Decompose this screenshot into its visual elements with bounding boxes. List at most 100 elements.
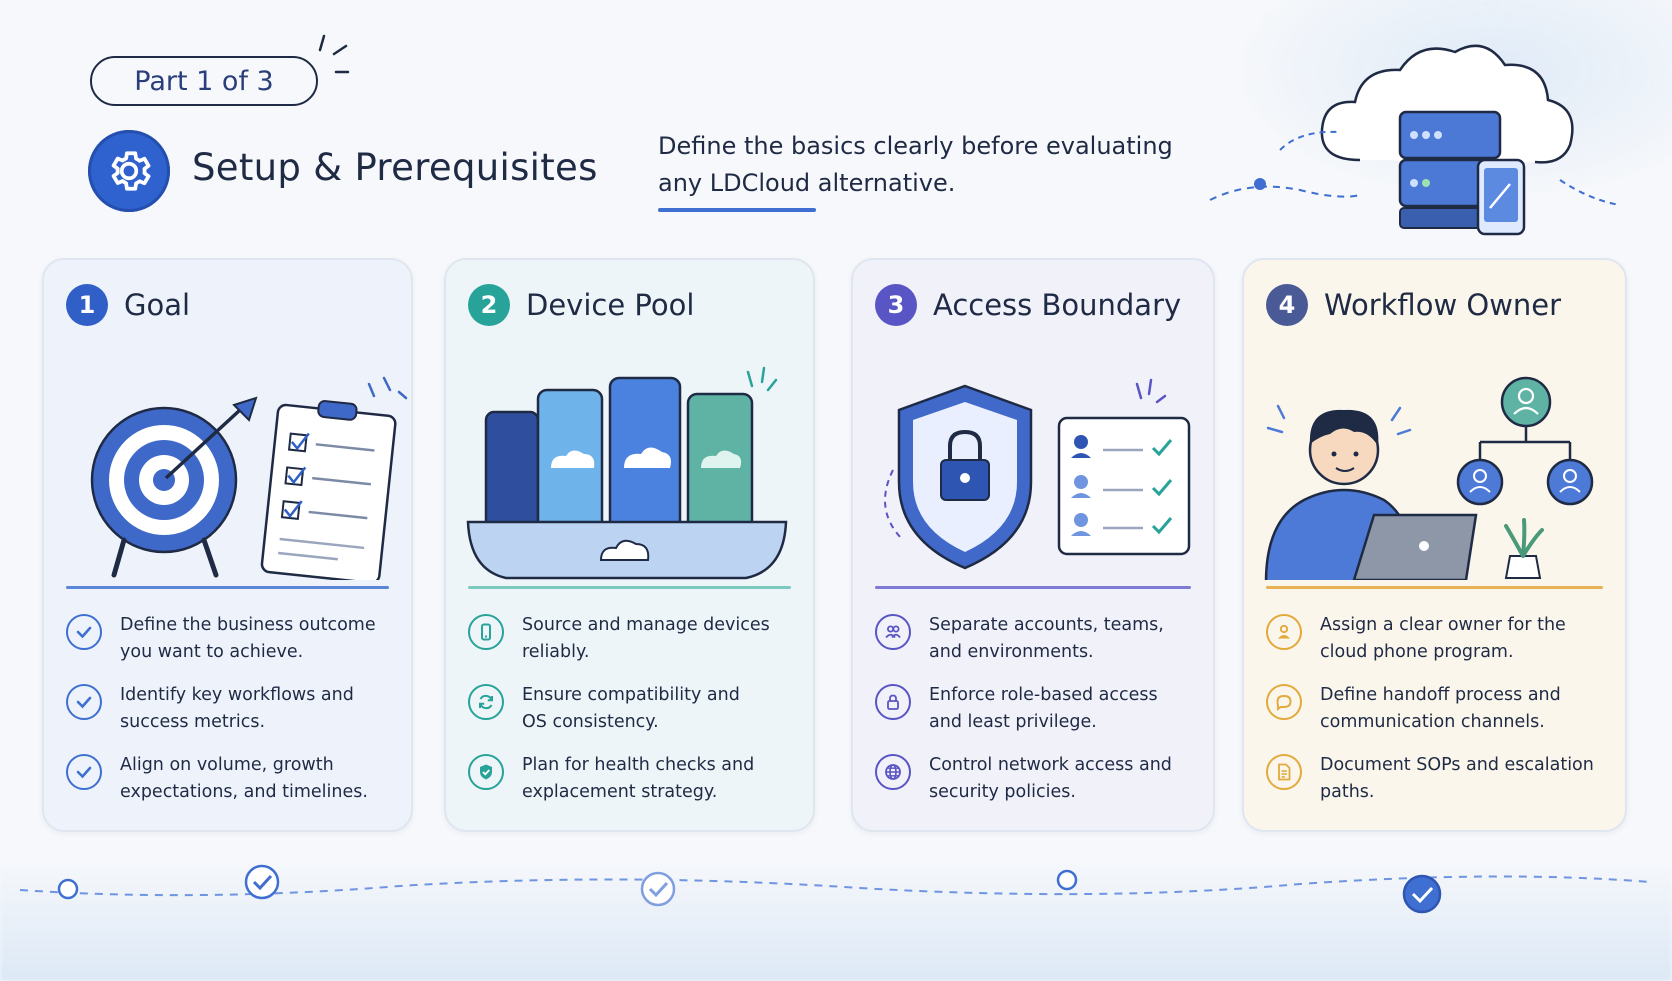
list-item: Document SOPs and escalation paths. [1266,752,1615,806]
check-circle-icon [66,614,102,650]
list-item: Ensure compatibility and OS consistency. [468,682,803,736]
list-item-text: Define handoff process and communication… [1320,682,1561,736]
list-item: Control network access and security poli… [875,752,1203,806]
part-indicator-pill: Part 1 of 3 [90,56,318,106]
card-header: 3 Access Boundary [875,284,1181,326]
card-divider [875,586,1191,589]
list-item-text: Identify key workflows and success metri… [120,682,354,736]
list-item-line: Plan for health checks and [522,755,755,775]
list-item-line: security policies. [929,782,1076,802]
list-item-text: Define the business outcome you want to … [120,612,376,666]
list-item: Identify key workflows and success metri… [66,682,401,736]
list-item-line: Source and manage devices [522,615,770,635]
list-item-line: expectations, and timelines. [120,782,368,802]
list-item-line: and least privilege. [929,712,1097,732]
list-item-line: Identify key workflows and [120,685,354,705]
part-label: Part 1 of 3 [134,65,274,97]
list-item-text: Source and manage devices reliably. [522,612,770,666]
card-device-pool: 2 Device Pool Source and manage devices … [444,258,815,832]
step-number-badge: 1 [66,284,108,326]
card-header: 1 Goal [66,284,190,326]
check-circle-icon [66,684,102,720]
list-item-line: Align on volume, growth [120,755,334,775]
list-item-text: Plan for health checks and explacement s… [522,752,754,806]
users-icon [875,614,911,650]
card-access-boundary: 3 Access Boundary Separate accounts, tea… [851,258,1215,832]
list-item: Separate accounts, teams, and environmen… [875,612,1203,666]
list-item-line: Separate accounts, teams, [929,615,1164,635]
list-item: Plan for health checks and explacement s… [468,752,803,806]
document-icon [1266,754,1302,790]
check-circle-icon [244,864,280,900]
card-goal: 1 Goal Define [42,258,413,832]
cloud-server-illustration [1209,44,1621,236]
gear-icon [88,130,170,212]
list-item-line: Ensure compatibility and [522,685,740,705]
timeline-node [57,878,79,900]
card-workflow-owner: 4 Workflow Owner Assign a clear owner fo… [1242,258,1627,832]
list-item-line: explacement strategy. [522,782,718,802]
list-item-text: Document SOPs and escalation paths. [1320,752,1594,806]
list-item-line: Define the business outcome [120,615,376,635]
list-item-line: Control network access and [929,755,1172,775]
card-divider [66,586,389,589]
list-item-line: Enforce role-based access [929,685,1158,705]
spark-lines-icon [318,34,350,74]
refresh-icon [468,684,504,720]
list-item-line: paths. [1320,782,1375,802]
step-number-badge: 4 [1266,284,1308,326]
target-clipboard-illustration [90,376,408,580]
chat-bubble-icon [1266,684,1302,720]
list-item-line: you want to achieve. [120,642,304,662]
globe-icon [875,754,911,790]
list-item-line: and environments. [929,642,1094,662]
list-item-line: success metrics. [120,712,266,732]
list-item-line: communication channels. [1320,712,1545,732]
check-circle-icon [66,754,102,790]
card-title: Workflow Owner [1324,288,1562,322]
list-item-text: Enforce role-based access and least priv… [929,682,1158,736]
list-item: Define handoff process and communication… [1266,682,1615,736]
list-item-text: Align on volume, growth expectations, an… [120,752,368,806]
list-item-line: Assign a clear owner for the [1320,615,1566,635]
phone-tray-illustration [466,366,788,580]
card-header: 2 Device Pool [468,284,694,326]
list-item-line: cloud phone program. [1320,642,1514,662]
timeline-node [1056,869,1078,891]
list-item-text: Separate accounts, teams, and environmen… [929,612,1164,666]
list-item: Define the business outcome you want to … [66,612,401,666]
list-item: Enforce role-based access and least priv… [875,682,1203,736]
list-item-line: reliably. [522,642,590,662]
shield-access-list-illustration [884,378,1191,570]
card-title: Access Boundary [933,288,1182,322]
list-item-text: Assign a clear owner for the cloud phone… [1320,612,1566,666]
card-divider [468,586,791,589]
list-item-text: Ensure compatibility and OS consistency. [522,682,740,736]
card-title: Goal [124,288,191,322]
list-item-line: Document SOPs and escalation [1320,755,1594,775]
phone-icon [468,614,504,650]
subtitle-line-1: Define the basics clearly before evaluat… [658,132,1173,160]
card-divider [1266,586,1603,589]
list-item-line: Define handoff process and [1320,685,1561,705]
subtitle-line-2: any LDCloud alternative. [658,169,956,197]
list-item: Assign a clear owner for the cloud phone… [1266,612,1615,666]
check-circle-icon [640,871,676,907]
person-icon [1266,614,1302,650]
page-title: Setup & Prerequisites [192,146,598,189]
progress-timeline [19,864,1651,914]
card-header: 4 Workflow Owner [1266,284,1561,326]
subtitle-underline [658,208,816,212]
step-number-badge: 2 [468,284,510,326]
person-laptop-org-illustration [1264,376,1594,580]
subtitle: Define the basics clearly before evaluat… [658,128,1178,202]
shield-check-icon [468,754,504,790]
list-item: Align on volume, growth expectations, an… [66,752,401,806]
list-item: Source and manage devices reliably. [468,612,803,666]
list-item-text: Control network access and security poli… [929,752,1172,806]
step-number-badge: 3 [875,284,917,326]
lock-icon [875,684,911,720]
card-title: Device Pool [526,288,695,322]
list-item-line: OS consistency. [522,712,659,732]
check-circle-icon [1402,874,1442,914]
